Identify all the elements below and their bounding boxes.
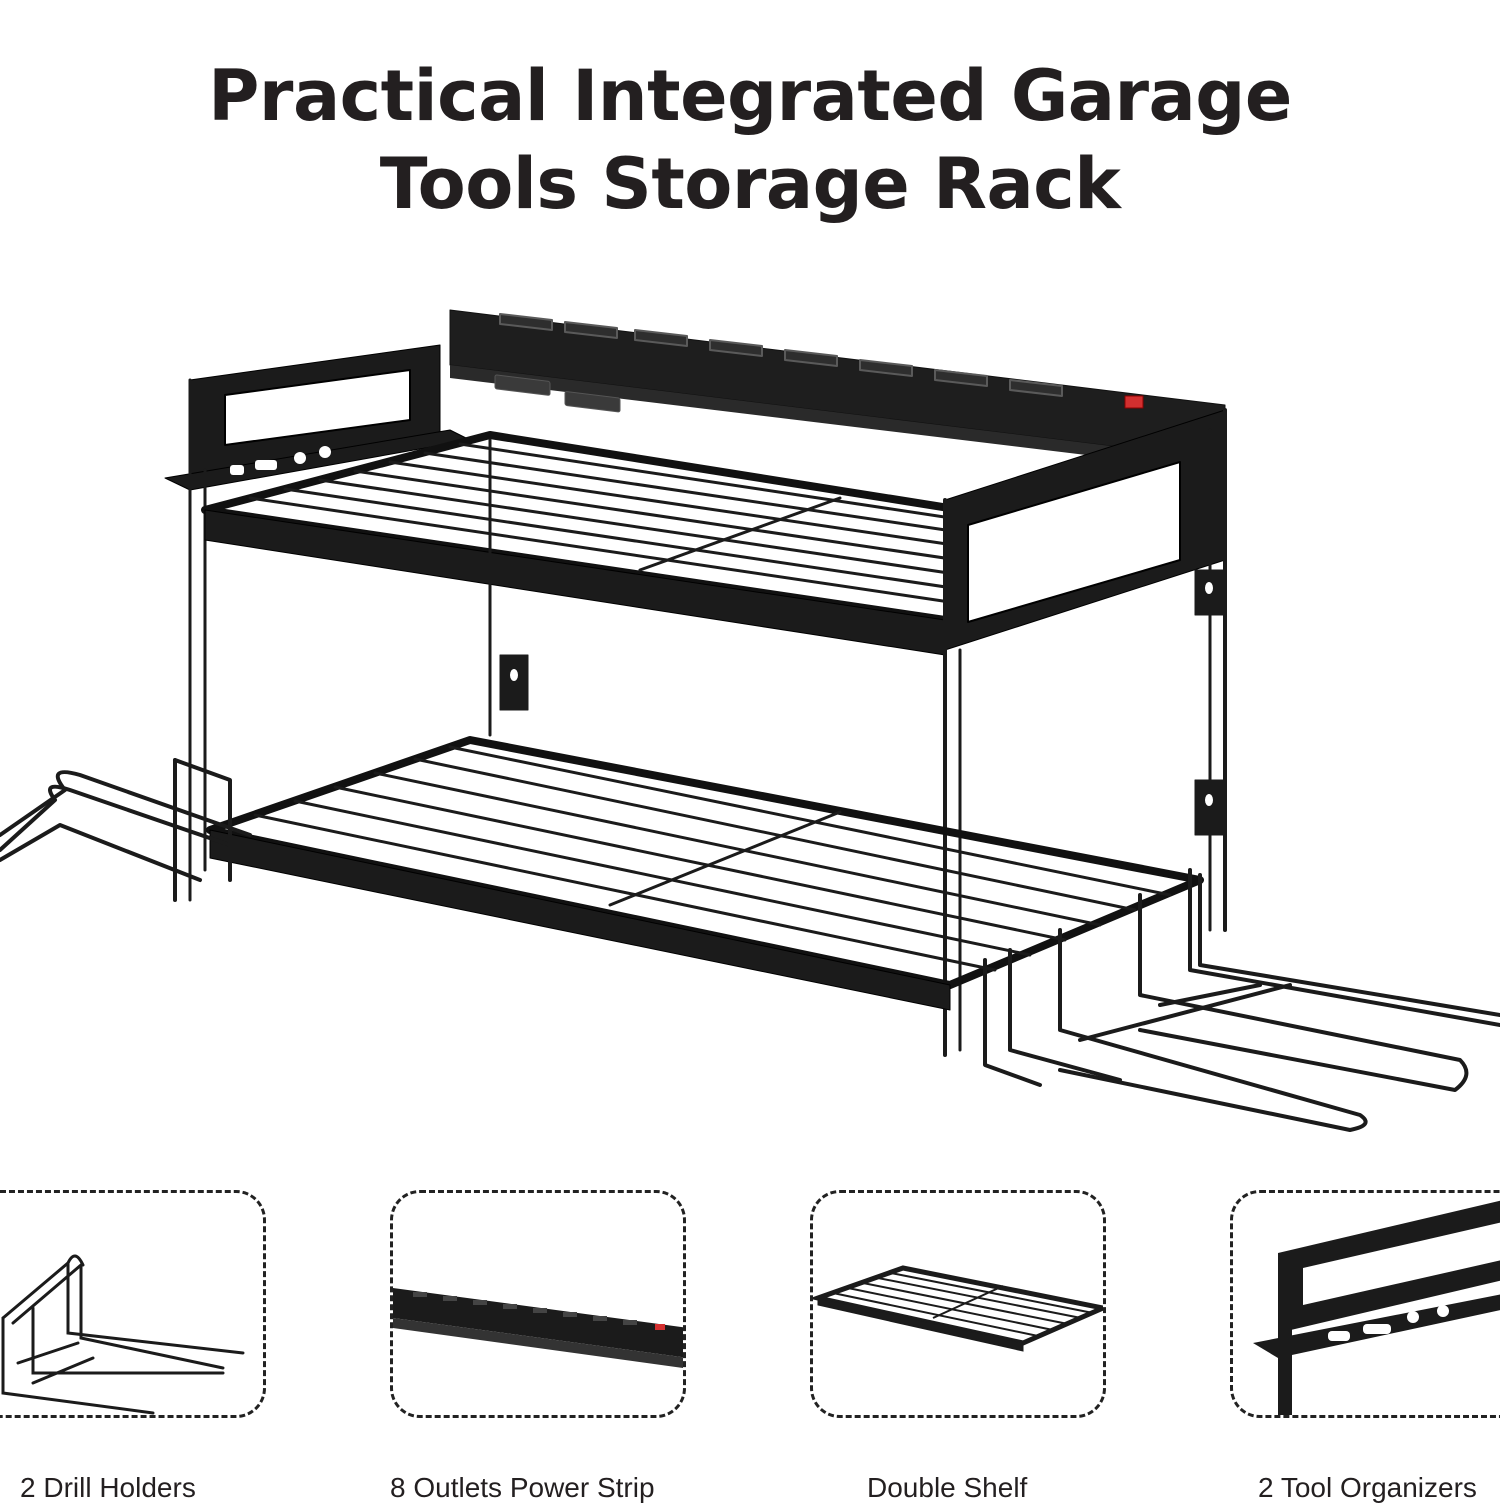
- left-drill-holder: [0, 758, 252, 902]
- power-switch: [1124, 395, 1144, 409]
- storage-rack-image: [0, 309, 1500, 1132]
- outlet-icons: [494, 374, 621, 413]
- feature-card-power-strip: [390, 1190, 686, 1418]
- caption-power-strip: 8 Outlets Power Strip: [390, 1472, 655, 1503]
- power-strip-icon: [393, 1288, 683, 1368]
- lower-shelf-wires: [253, 745, 1172, 972]
- outlet-row: [499, 313, 1063, 397]
- right-drill-holder: [983, 868, 1500, 1132]
- shelf-icon: [813, 1265, 1103, 1352]
- caption-tool-organizers: 2 Tool Organizers: [1258, 1472, 1477, 1503]
- page-title: Practical Integrated Garage Tools Storag…: [0, 52, 1500, 228]
- feature-card-tool-organizers: [1230, 1190, 1500, 1418]
- switch-icon: [655, 1324, 665, 1330]
- feature-card-double-shelf: [810, 1190, 1106, 1418]
- feature-card-drill-holders: [0, 1190, 266, 1418]
- caption-drill-holders: 2 Drill Holders: [20, 1472, 196, 1503]
- drill-holder-icon: [1, 1254, 245, 1415]
- tool-organizer-icon: [1253, 1200, 1500, 1415]
- caption-double-shelf: Double Shelf: [867, 1472, 1028, 1503]
- title-line-2: Tools Storage Rack: [379, 143, 1121, 225]
- title-line-1: Practical Integrated Garage: [208, 55, 1292, 137]
